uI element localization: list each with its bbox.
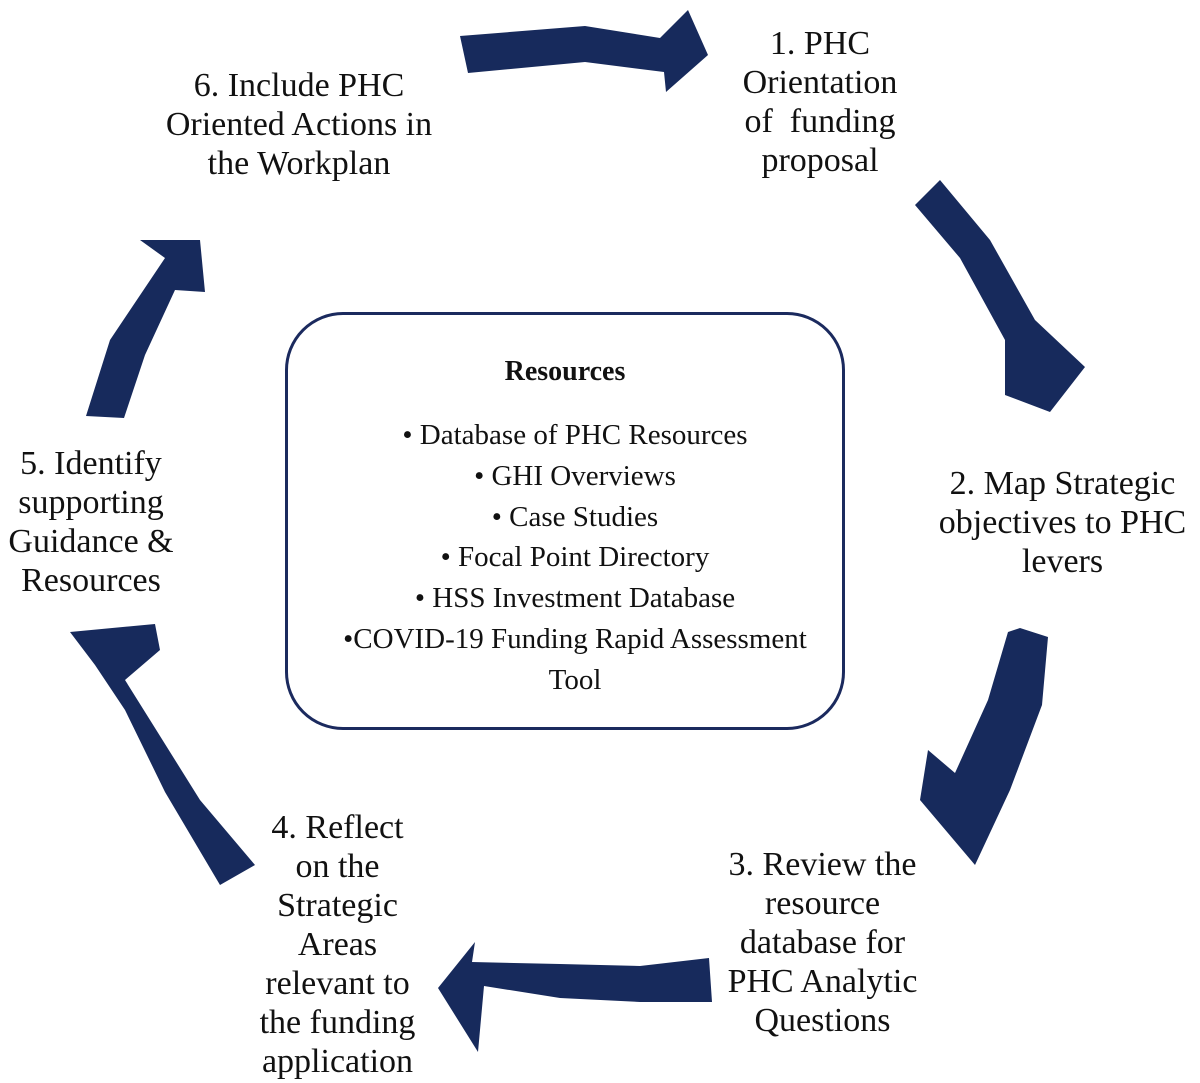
step-text-line: Resources: [21, 562, 161, 599]
step-text-line: 2. Map Strategic: [949, 465, 1176, 502]
resource-item: • HSS Investment Database: [414, 582, 736, 615]
step-text-line: Questions: [754, 1002, 891, 1039]
step-text-line: of funding: [744, 103, 896, 140]
step-text-line: Strategic: [277, 887, 398, 924]
step-text-line: the Workplan: [207, 145, 391, 182]
arrow-1-to-2: [915, 180, 1085, 412]
step-6-label: 6. Include PHC Oriented Actions in the W…: [140, 66, 458, 183]
step-text-line: PHC Analytic: [727, 963, 918, 1000]
step-text-line: proposal: [761, 142, 879, 179]
step-text-line: supporting: [18, 484, 164, 521]
step-text-line: levers: [1021, 543, 1104, 580]
step-text-line: 6. Include PHC: [193, 67, 405, 104]
resource-item-line: Tool: [548, 663, 602, 696]
step-text-line: objectives to PHC: [938, 504, 1187, 541]
step-text-line: 1. PHC: [769, 25, 871, 62]
resource-item-covid-tool: •COVID-19 Funding Rapid Assessment Tool: [308, 619, 842, 701]
resource-item: • Case Studies: [491, 500, 659, 533]
step-text-line: on the: [295, 848, 380, 885]
step-text-line: 5. Identify: [20, 445, 162, 482]
arrow-4-to-5: [70, 624, 255, 885]
step-text-line: relevant to: [265, 965, 410, 1002]
resources-list: • Database of PHC Resources • GHI Overvi…: [308, 415, 842, 701]
step-2-label: 2. Map Strategic objectives to PHC lever…: [920, 464, 1200, 581]
arrow-3-to-4: [438, 942, 712, 1052]
step-text-line: Oriented Actions in: [165, 106, 433, 143]
step-text-line: Areas: [297, 926, 378, 963]
step-text-line: 4. Reflect: [271, 809, 404, 846]
arrow-5-to-6: [86, 240, 205, 418]
step-text-line: Orientation: [742, 64, 898, 101]
resource-item: • GHI Overviews: [474, 459, 676, 492]
step-1-label: 1. PHC Orientation of funding proposal: [700, 24, 940, 180]
step-text-line: Guidance &: [8, 523, 174, 560]
resource-item: • Database of PHC Resources: [402, 419, 748, 451]
arrow-2-to-3: [920, 628, 1048, 865]
resources-title: Resources: [504, 356, 626, 387]
resources-box: Resources • Database of PHC Resources • …: [285, 312, 845, 730]
resource-item: • Focal Point Directory: [440, 541, 710, 574]
resource-item-line: •COVID-19 Funding Rapid Assessment: [343, 622, 807, 655]
arrow-6-to-1: [460, 10, 708, 92]
step-text-line: 3. Review the: [728, 846, 917, 883]
step-text-line: application: [261, 1043, 414, 1080]
step-text-line: database for: [739, 924, 906, 961]
step-5-label: 5. Identify supporting Guidance & Resour…: [0, 444, 182, 600]
step-text-line: resource: [764, 885, 881, 922]
step-4-label: 4. Reflect on the Strategic Areas releva…: [200, 808, 475, 1081]
step-text-line: the funding: [259, 1004, 416, 1041]
step-3-label: 3. Review the resource database for PHC …: [690, 845, 955, 1040]
